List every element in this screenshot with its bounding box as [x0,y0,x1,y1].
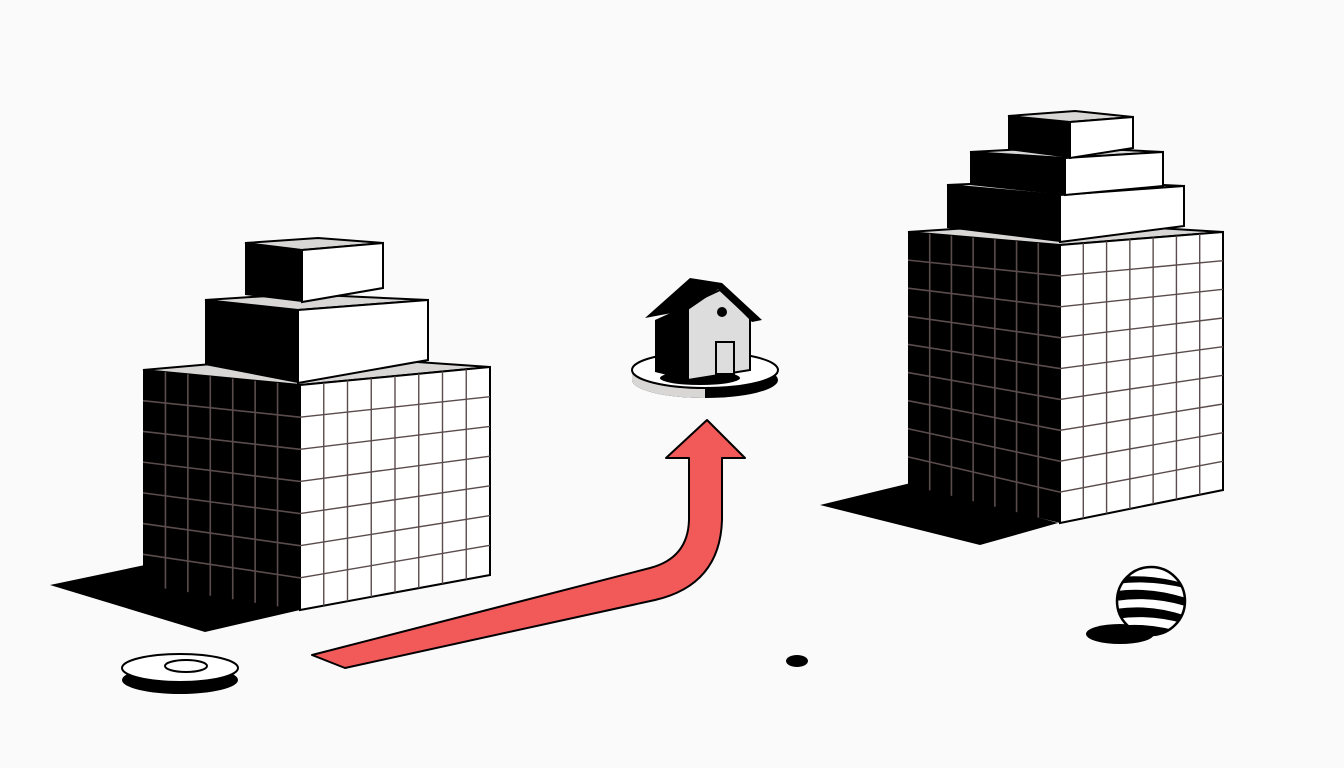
left-building-icon [50,236,491,632]
right-building-icon [820,109,1224,545]
striped-ball-icon [1086,565,1187,644]
ring-disc-icon [121,653,239,694]
right-building-window-grid [907,233,1224,519]
dot-icon [786,655,808,667]
left-building-window-grid [142,369,491,607]
arrow-icon [311,419,746,669]
house-icon [631,278,779,398]
